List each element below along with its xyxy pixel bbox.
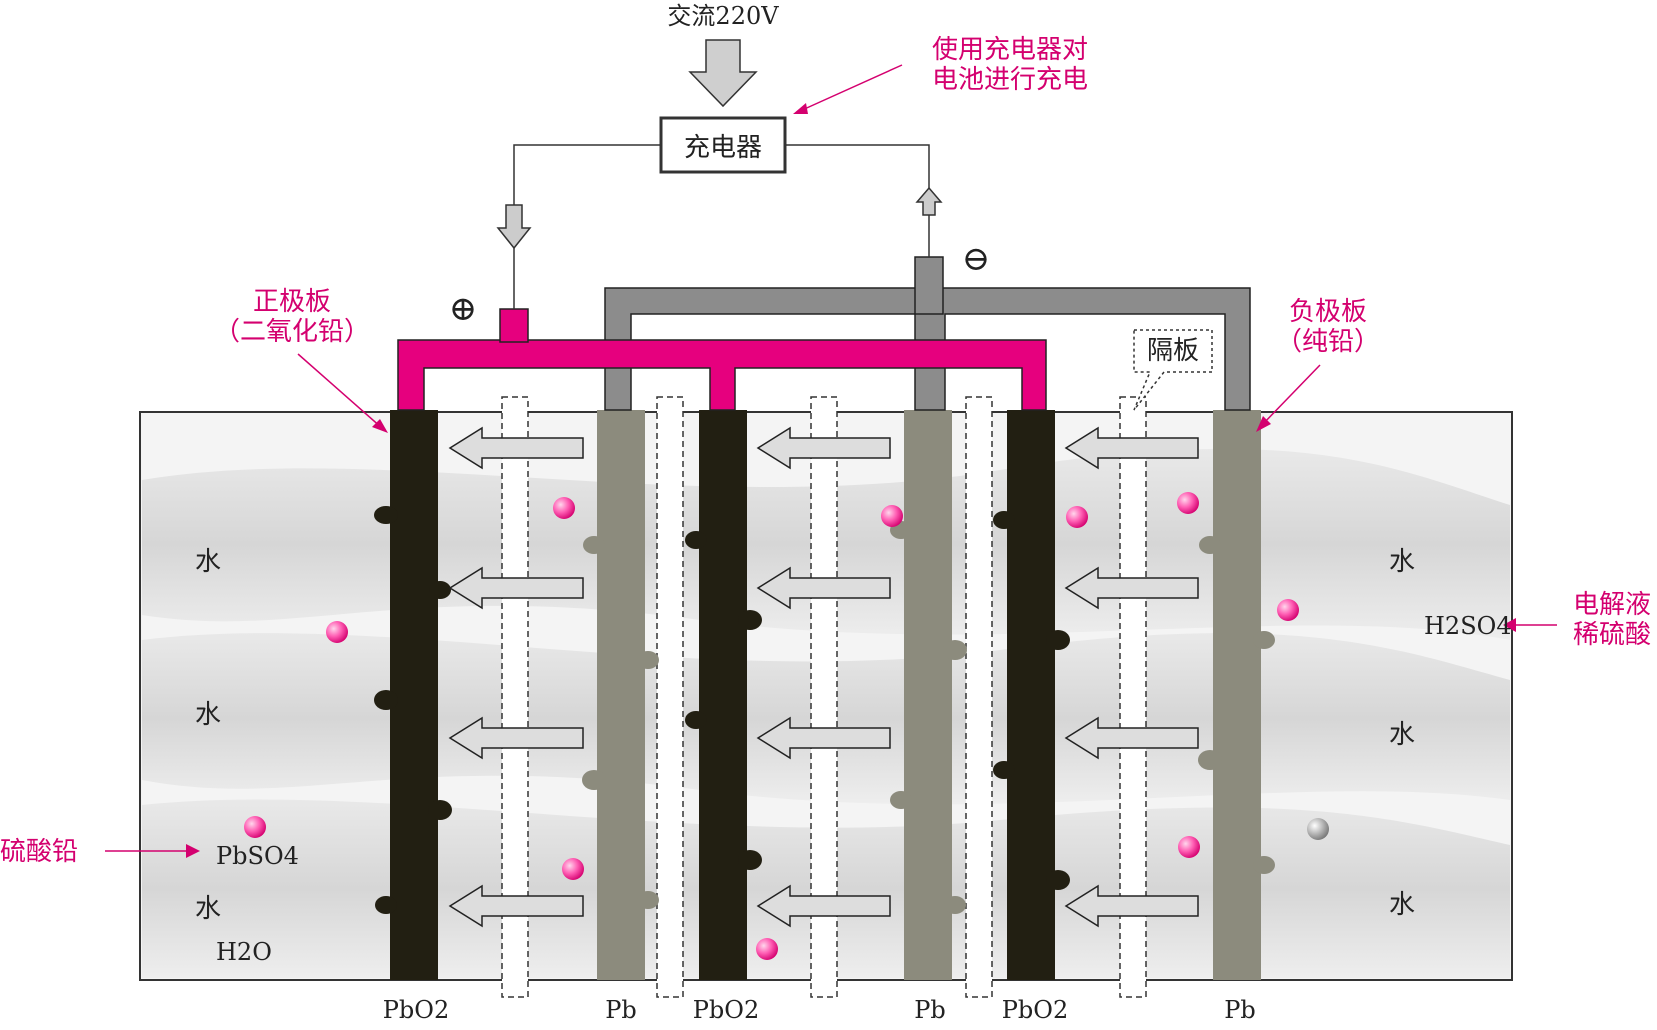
annotations: 使用充电器对 电池进行充电 正极板 （二氧化铅） 负极板 （纯铅） 隔板 电解液… xyxy=(0,35,1651,867)
charger-box xyxy=(659,116,787,174)
charger-label: 充电器 xyxy=(684,133,762,163)
separator-2 xyxy=(656,396,684,998)
water-formula: H2O xyxy=(216,938,272,966)
separator-4 xyxy=(965,396,993,998)
lead-sulfate-formula: PbSO4 xyxy=(216,842,299,870)
plates xyxy=(374,410,1275,980)
positive-plate-label-line2: （二氧化铅） xyxy=(214,317,370,347)
negative-up-arrow xyxy=(915,186,943,216)
positive-bus xyxy=(397,308,1047,411)
chemical-labels: 水 水 水 水 水 水 H2SO4 PbSO4 H2O xyxy=(195,547,1512,966)
water-label-left-2: 水 xyxy=(195,700,221,730)
flow-arrows xyxy=(448,426,1199,928)
pbo2-plate-3 xyxy=(1007,410,1055,980)
pb-plate-2 xyxy=(904,410,952,980)
pb-label-1: Pb xyxy=(605,996,637,1024)
pb-label-2: Pb xyxy=(914,996,946,1024)
pbo2-plate-1 xyxy=(390,410,438,980)
positive-down-arrow xyxy=(496,204,532,250)
negative-terminal-symbol: ⊖ xyxy=(962,239,991,279)
negative-plate-label-line2: （纯铅） xyxy=(1276,327,1380,357)
plate-labels: PbO2 Pb PbO2 Pb PbO2 Pb xyxy=(383,996,1256,1024)
water-label-right-2: 水 xyxy=(1389,720,1415,750)
pbo2-label-2: PbO2 xyxy=(693,996,759,1024)
positive-terminal-symbol: ⊕ xyxy=(449,289,478,329)
pb-label-3: Pb xyxy=(1224,996,1256,1024)
water-label-left-1: 水 xyxy=(195,547,221,577)
water-label-right-1: 水 xyxy=(1389,547,1415,577)
sulfuric-acid-formula: H2SO4 xyxy=(1424,612,1512,640)
electrolyte-label-line1: 电解液 xyxy=(1573,590,1651,620)
electrolyte-label-line2: 稀硫酸 xyxy=(1573,620,1651,650)
ac-source-label: 交流220V xyxy=(667,2,779,30)
separator-label: 隔板 xyxy=(1147,336,1199,366)
ac-input-arrow xyxy=(688,39,758,108)
charger-note-line1: 使用充电器对 xyxy=(932,35,1088,65)
pbo2-plate-2 xyxy=(699,410,747,980)
charger-note-line2: 电池进行充电 xyxy=(932,65,1088,95)
pbo2-label-3: PbO2 xyxy=(1002,996,1068,1024)
negative-plate-label-line1: 负极板 xyxy=(1289,297,1367,327)
lead-sulfate-label: 硫酸铅 xyxy=(0,837,78,867)
ions xyxy=(244,492,1329,960)
pbo2-label-1: PbO2 xyxy=(383,996,449,1024)
pb-plate-1 xyxy=(597,410,645,980)
water-label-left-3: 水 xyxy=(195,894,221,924)
water-label-right-3: 水 xyxy=(1389,890,1415,920)
positive-plate-label-line1: 正极板 xyxy=(253,287,331,317)
separator-callout xyxy=(1133,329,1213,411)
pb-plate-3 xyxy=(1213,410,1261,980)
charger-circuit: 充电器 交流220V xyxy=(496,2,943,309)
